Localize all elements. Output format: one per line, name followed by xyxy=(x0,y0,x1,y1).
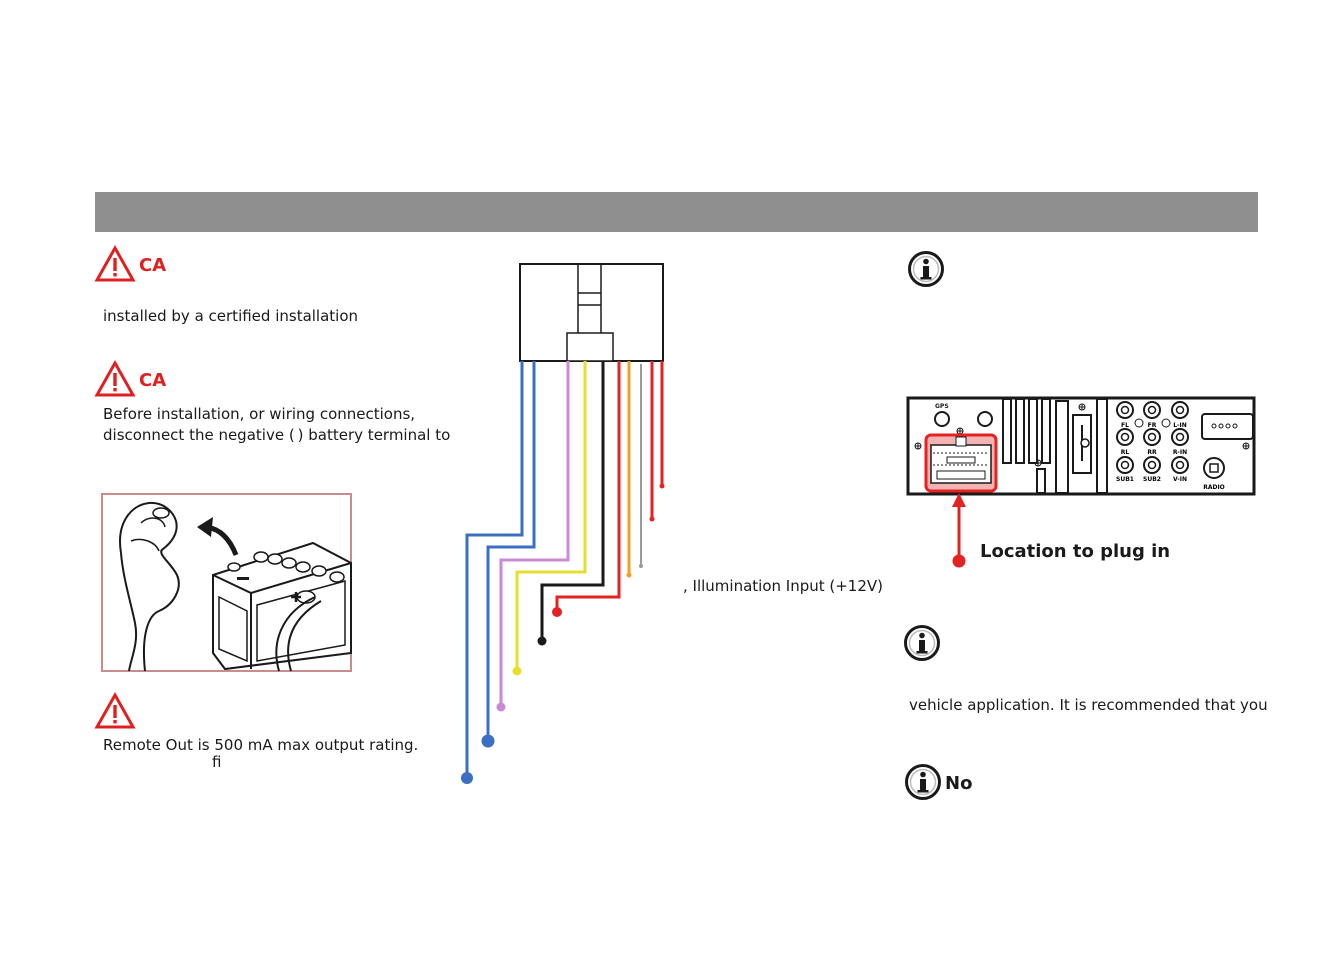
wire-blue-2 xyxy=(486,361,536,741)
warning-triangle-icon xyxy=(94,691,136,729)
label-sub1: SUB1 xyxy=(1116,476,1134,483)
wire-end-gray xyxy=(639,564,643,568)
label-rl: RL xyxy=(1121,449,1130,456)
info-icon xyxy=(904,625,940,661)
wire-blue-1 xyxy=(465,361,524,778)
section-header-bar xyxy=(95,192,1258,232)
wire-end-red-1 xyxy=(552,607,562,617)
caution-text-2-line1: Before installation, or wiring connectio… xyxy=(103,405,416,423)
location-to-plug-in-label: Location to plug in xyxy=(980,541,1171,562)
location-arrow xyxy=(952,493,966,568)
caution-label-1: CA xyxy=(139,255,167,276)
wire-yellow xyxy=(515,361,587,671)
remote-out-text-line2: ﬁ xyxy=(212,753,222,771)
wire-end-blue-2 xyxy=(481,734,495,748)
label-gps: GPS xyxy=(935,403,949,410)
wire-red-1 xyxy=(555,361,621,612)
label-rr: RR xyxy=(1147,449,1157,456)
illumination-input-label: , Illumination Input (+12V) xyxy=(683,577,884,595)
battery-disconnect-illustration xyxy=(101,493,352,672)
label-fl: FL xyxy=(1121,422,1129,429)
wire-end-red-3 xyxy=(659,483,665,489)
harness-connector-tab xyxy=(566,332,614,362)
caution-text-1: installed by a certified installation xyxy=(103,307,359,325)
wire-end-orange xyxy=(626,572,632,578)
wire-end-red-2 xyxy=(649,516,655,522)
label-radio: RADIO xyxy=(1203,484,1225,491)
wire-end-yellow xyxy=(512,666,522,676)
caution-text-2-line2: disconnect the negative ( ) battery term… xyxy=(103,426,451,444)
label-fr: FR xyxy=(1148,422,1157,429)
label-lin: L-IN xyxy=(1173,422,1187,429)
warning-triangle-icon xyxy=(94,359,136,397)
wire-end-black xyxy=(537,636,547,646)
label-rin: R-IN xyxy=(1173,449,1187,456)
warning-triangle-icon xyxy=(94,244,136,282)
note-3-label: No xyxy=(945,773,973,794)
head-unit-rear-panel: GPS FL FR L-IN RL RR R-IN SUB1 SUB2 V-IN xyxy=(906,396,1256,496)
label-sub2: SUB2 xyxy=(1143,476,1161,483)
info-icon xyxy=(905,764,941,800)
caution-label-2: CA xyxy=(139,370,167,391)
remote-out-text-line1: Remote Out is 500 mA max output rating. xyxy=(103,736,419,754)
wire-end-blue-1 xyxy=(461,772,473,784)
note-2-text: vehicle application. It is recommended t… xyxy=(909,696,1268,714)
wire-black xyxy=(540,361,605,641)
wire-violet xyxy=(499,361,570,707)
label-vin: V-IN xyxy=(1173,476,1187,483)
wire-end-violet xyxy=(496,702,506,712)
info-icon xyxy=(908,251,944,287)
